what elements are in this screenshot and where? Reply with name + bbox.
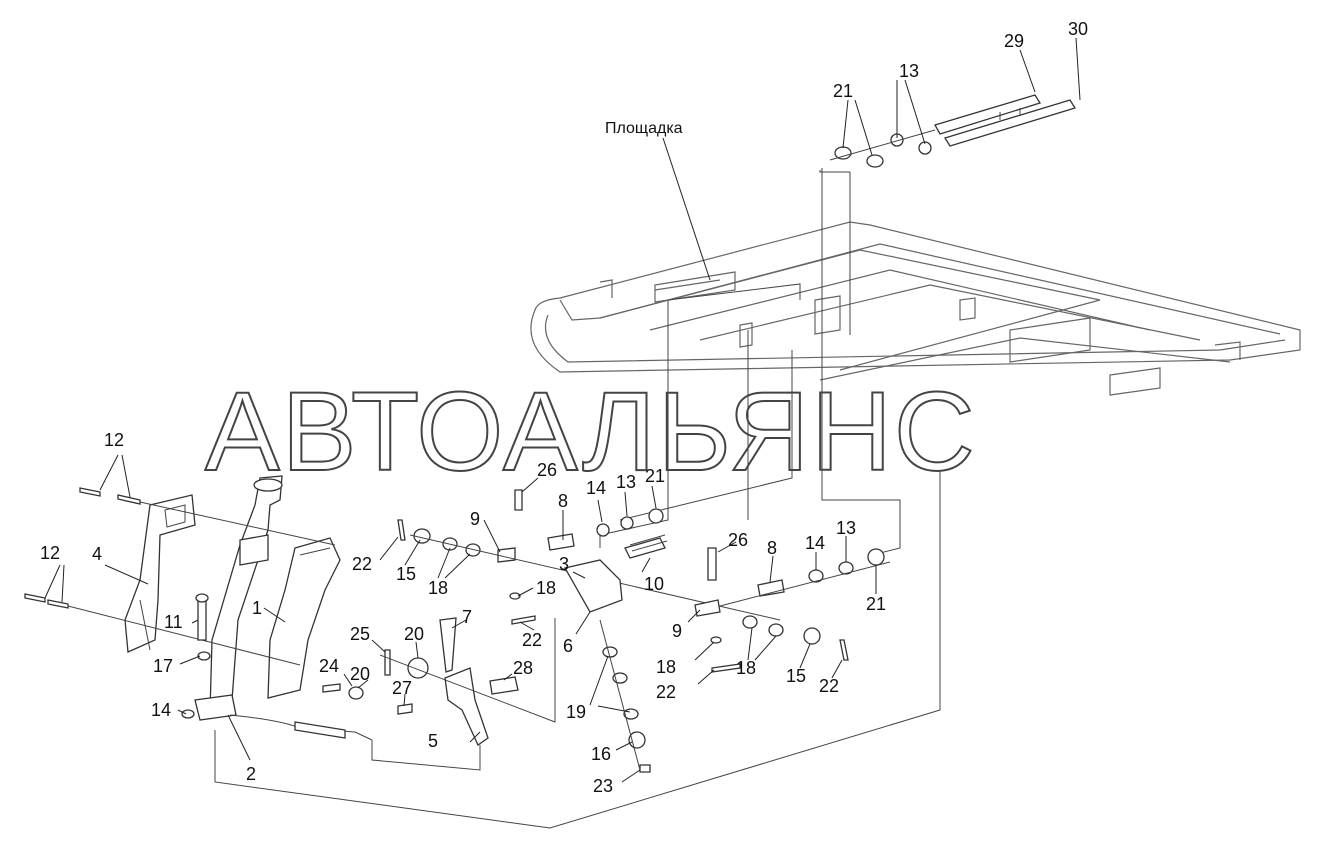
label-22-c: 22 [819, 676, 839, 696]
label-12-b: 12 [40, 543, 60, 563]
label-28: 28 [513, 658, 533, 678]
label-20-b: 20 [350, 664, 370, 684]
label-13-b: 13 [836, 518, 856, 538]
label-21-top: 21 [833, 81, 853, 101]
label-8-a: 8 [558, 491, 568, 511]
label-17: 17 [153, 656, 173, 676]
label-1: 1 [252, 598, 262, 618]
label-14-left: 14 [151, 700, 171, 720]
part-2-lever [194, 475, 283, 721]
label-15-b: 15 [786, 666, 806, 686]
label-18-b: 18 [536, 578, 556, 598]
label-2: 2 [246, 764, 256, 784]
label-9-a: 9 [470, 509, 480, 529]
shaft-row-upper [397, 489, 781, 625]
label-30: 30 [1068, 19, 1088, 39]
label-19: 19 [566, 702, 586, 722]
leader-lines [44, 37, 1081, 783]
part-1-cover [267, 537, 341, 699]
label-29: 29 [1004, 31, 1024, 51]
top-washers [829, 129, 936, 168]
label-13-top: 13 [899, 61, 919, 81]
label-18-a: 18 [428, 578, 448, 598]
label-3: 3 [559, 554, 569, 574]
label-26-b: 26 [728, 530, 748, 550]
label-27: 27 [392, 678, 412, 698]
label-22-a: 22 [352, 554, 372, 574]
label-5: 5 [428, 731, 438, 751]
platform-frame [530, 221, 1301, 396]
label-22-d: 22 [656, 682, 676, 702]
label-20-a: 20 [404, 624, 424, 644]
bolts-12 [24, 487, 336, 666]
watermark-text: АВТОАЛЬЯНС [205, 369, 977, 494]
part-5-lever [439, 617, 489, 746]
label-18-d: 18 [736, 658, 756, 678]
label-7: 7 [462, 607, 472, 627]
label-16: 16 [591, 744, 611, 764]
label-26-a: 26 [537, 460, 557, 480]
label-12-a: 12 [104, 430, 124, 450]
shaft-row-lower [694, 547, 891, 673]
part-4-bracket [124, 494, 196, 653]
parts-11-17-14 [181, 593, 211, 719]
rods-29-30 [934, 94, 1077, 147]
label-25: 25 [350, 624, 370, 644]
label-8-b: 8 [767, 538, 777, 558]
label-14-b: 14 [805, 533, 825, 553]
label-18-c: 18 [656, 657, 676, 677]
label-13-a: 13 [616, 472, 636, 492]
label-6: 6 [563, 636, 573, 656]
routing-lines [214, 168, 941, 829]
label-21-b: 21 [866, 594, 886, 614]
label-11: 11 [164, 612, 183, 632]
label-9-b: 9 [672, 621, 682, 641]
label-10: 10 [644, 574, 664, 594]
cable-assembly [229, 714, 481, 771]
label-21-a: 21 [645, 466, 665, 486]
part-labels: 30 29 13 21 12 12 4 11 17 14 2 1 22 15 1… [40, 19, 1088, 796]
label-23: 23 [593, 776, 613, 796]
label-14-a: 14 [586, 478, 606, 498]
label-4: 4 [92, 544, 102, 564]
label-24: 24 [319, 656, 339, 676]
label-22-b: 22 [522, 630, 542, 650]
label-15-a: 15 [396, 564, 416, 584]
callout-platform: Площадка [605, 120, 683, 137]
